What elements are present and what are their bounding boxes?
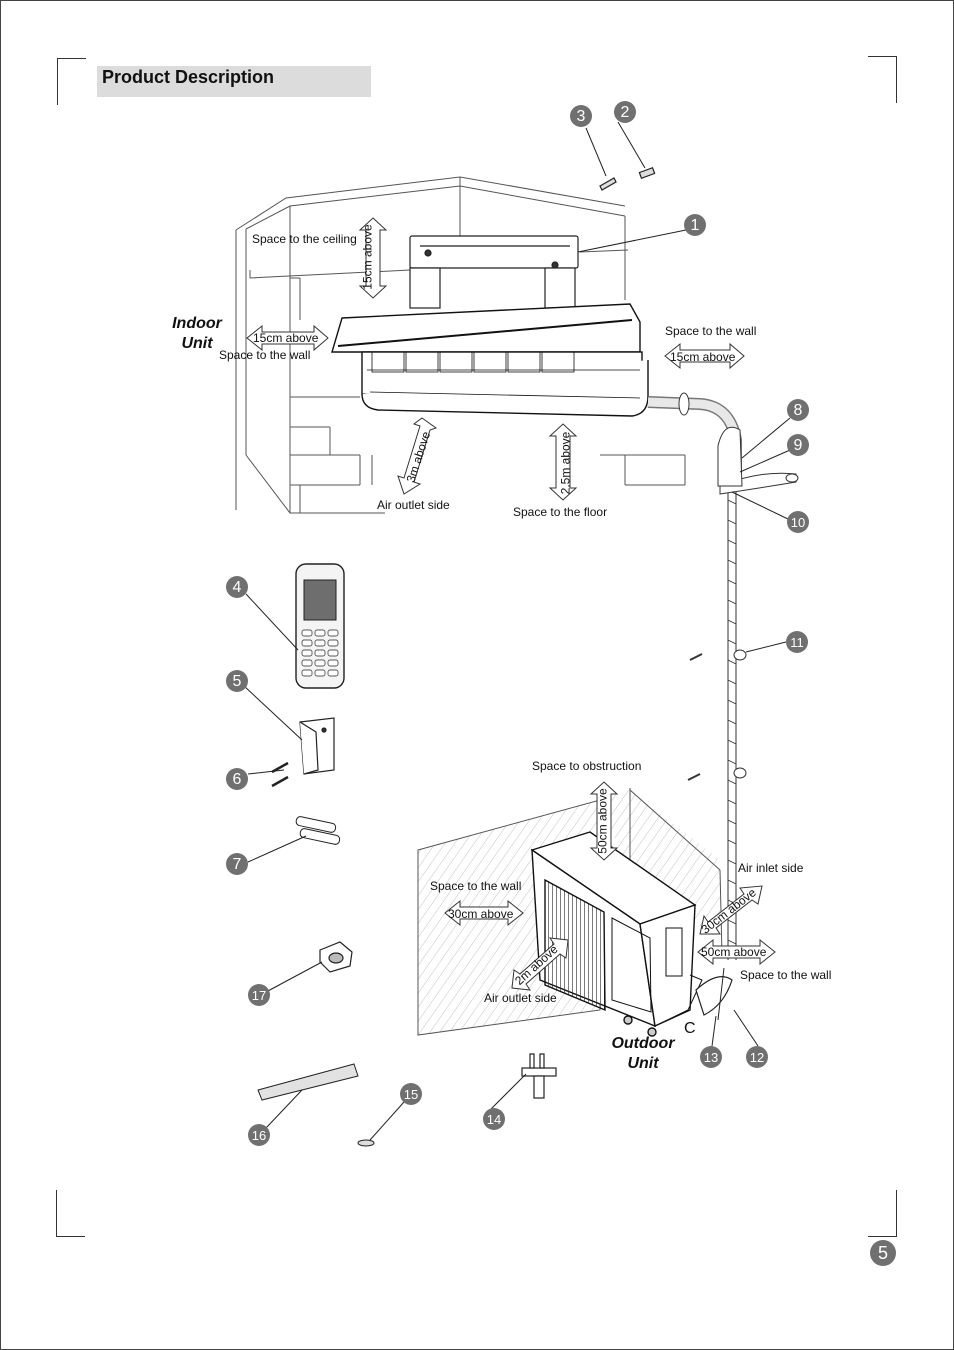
indoor-right-clearance: 15cm above: [670, 350, 736, 364]
indoor-left-clearance: 15cm above: [253, 331, 319, 345]
indoor-right-wall: Space to the wall: [665, 324, 757, 338]
mounting-plate: [409, 235, 579, 309]
indoor-outlet-side: Air outlet side: [377, 498, 450, 512]
outdoor-left-clearance: 30cm above: [448, 907, 514, 921]
crop-mark-top-left: [57, 58, 86, 105]
drain-joint: [695, 967, 733, 1021]
insulation-tube: [257, 1063, 359, 1101]
indoor-unit-label: Indoor Unit: [166, 314, 228, 354]
callout-10: 10: [787, 511, 809, 533]
crop-mark-bottom-right: [868, 1190, 897, 1237]
batteries: [295, 816, 341, 845]
seal-ring: [357, 1139, 375, 1147]
refrigerant-pipe: [647, 392, 799, 960]
callout-15: 15: [400, 1083, 422, 1105]
callout-2: 2: [614, 101, 636, 123]
indoor-ceiling-clearance: 15cm above: [360, 224, 375, 290]
indoor-space-to-floor: Space to the floor: [513, 505, 608, 519]
outdoor-unit: [530, 831, 703, 1037]
callout-14: 14: [483, 1108, 505, 1130]
crop-mark-bottom-left: [56, 1190, 85, 1237]
indoor-left-wall: Space to the wall: [219, 348, 311, 362]
outdoor-unit-label-line1: Outdoor: [611, 1035, 675, 1052]
indoor-unit: [331, 303, 649, 417]
flare-nut: [319, 941, 353, 973]
callout-7: 7: [226, 853, 248, 875]
outdoor-unit-label: Outdoor Unit: [606, 1034, 680, 1074]
room-walls: [235, 176, 686, 514]
drain-plug: [521, 1053, 557, 1099]
clip-screws: [687, 653, 703, 781]
outdoor-space-to-obstruction: Space to obstruction: [532, 759, 642, 773]
outdoor-right-wall: Space to the wall: [740, 968, 832, 982]
outdoor-left-wall: Space to the wall: [430, 879, 522, 893]
outdoor-outlet-side: Air outlet side: [484, 991, 557, 1005]
indoor-unit-label-line2: Unit: [181, 335, 213, 352]
indoor-unit-label-line1: Indoor: [172, 315, 222, 332]
outdoor-panel-letter: C: [684, 1020, 696, 1037]
indoor-floor-clearance: 2.5m above: [558, 431, 573, 495]
clearance-arrows: [246, 217, 776, 991]
remote-holder: [271, 717, 335, 788]
leader-lines: [243, 121, 791, 1141]
outdoor-right-clearance: 50cm above: [701, 945, 767, 959]
crop-mark-top-right: [868, 56, 897, 103]
outdoor-top-clearance: 50cm above: [595, 788, 610, 854]
anchors: [599, 167, 656, 191]
callout-11: 11: [786, 631, 808, 653]
callout-17: 17: [248, 984, 270, 1006]
callout-4: 4: [226, 576, 248, 598]
remote-control: [295, 563, 345, 689]
callout-16: 16: [248, 1124, 270, 1146]
callout-9: 9: [787, 434, 809, 456]
callout-12: 12: [746, 1046, 768, 1068]
callout-13: 13: [700, 1046, 722, 1068]
outdoor-inlet-side: Air inlet side: [738, 861, 804, 875]
page-number: 5: [870, 1240, 896, 1266]
indoor-space-to-ceiling: Space to the ceiling: [252, 232, 357, 246]
callout-5: 5: [226, 670, 248, 692]
outdoor-unit-label-line2: Unit: [627, 1055, 659, 1072]
callout-3: 3: [570, 105, 592, 127]
page-title: Product Description: [102, 67, 275, 87]
callout-6: 6: [226, 768, 248, 790]
section-header: Product Description: [97, 66, 371, 97]
callout-1: 1: [684, 214, 706, 236]
callout-8: 8: [787, 399, 809, 421]
